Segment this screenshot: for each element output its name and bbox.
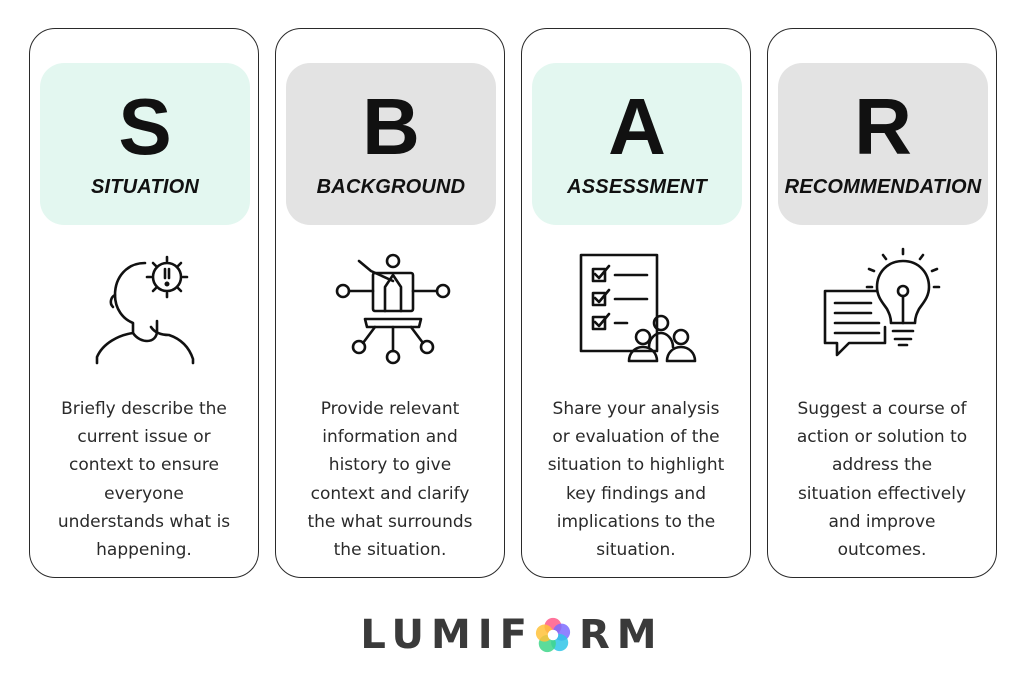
card-description: Provide relevant information and history… [307,399,473,561]
lightbulb-chat-icon [823,247,943,367]
card-background: B BACKGROUND Provide relevant informatio… [275,28,505,578]
card-description: Briefly describe the current issue or co… [57,399,231,561]
sbar-cards: S SITUATION Briefly describe the current… [29,28,997,578]
card-letter: R [854,82,912,171]
brand-wordmark: LUMIF RM [360,610,663,658]
card-header: B BACKGROUND [286,63,496,225]
brand-text-after: RM [578,612,664,658]
presenter-network-icon [331,247,451,367]
card-title: BACKGROUND [316,176,466,198]
card-description: Suggest a course of action or solution t… [796,399,968,561]
card-header: S SITUATION [40,63,250,225]
card-title: RECOMMENDATION [784,176,982,198]
card-title: ASSESSMENT [567,176,707,198]
brand-text-before: LUMIF [360,612,534,658]
card-recommendation: R RECOMMENDATION Suggest a course of act… [767,28,997,578]
card-situation: S SITUATION Briefly describe the current… [29,28,259,578]
card-letter: A [608,82,666,171]
card-letter: S [118,82,172,171]
card-assessment: A ASSESSMENT Share your analysis or eval… [521,28,751,578]
card-header: A ASSESSMENT [532,63,742,225]
card-header: R RECOMMENDATION [778,63,988,225]
card-title: SITUATION [90,176,200,198]
person-warning-icon [85,247,205,367]
card-letter: B [362,82,420,171]
lumiform-logo: LUMIF RM [312,606,712,662]
checklist-team-icon [577,247,697,367]
card-description: Share your analysis or evaluation of the… [547,399,725,561]
lumiform-color-o-icon [535,617,571,653]
